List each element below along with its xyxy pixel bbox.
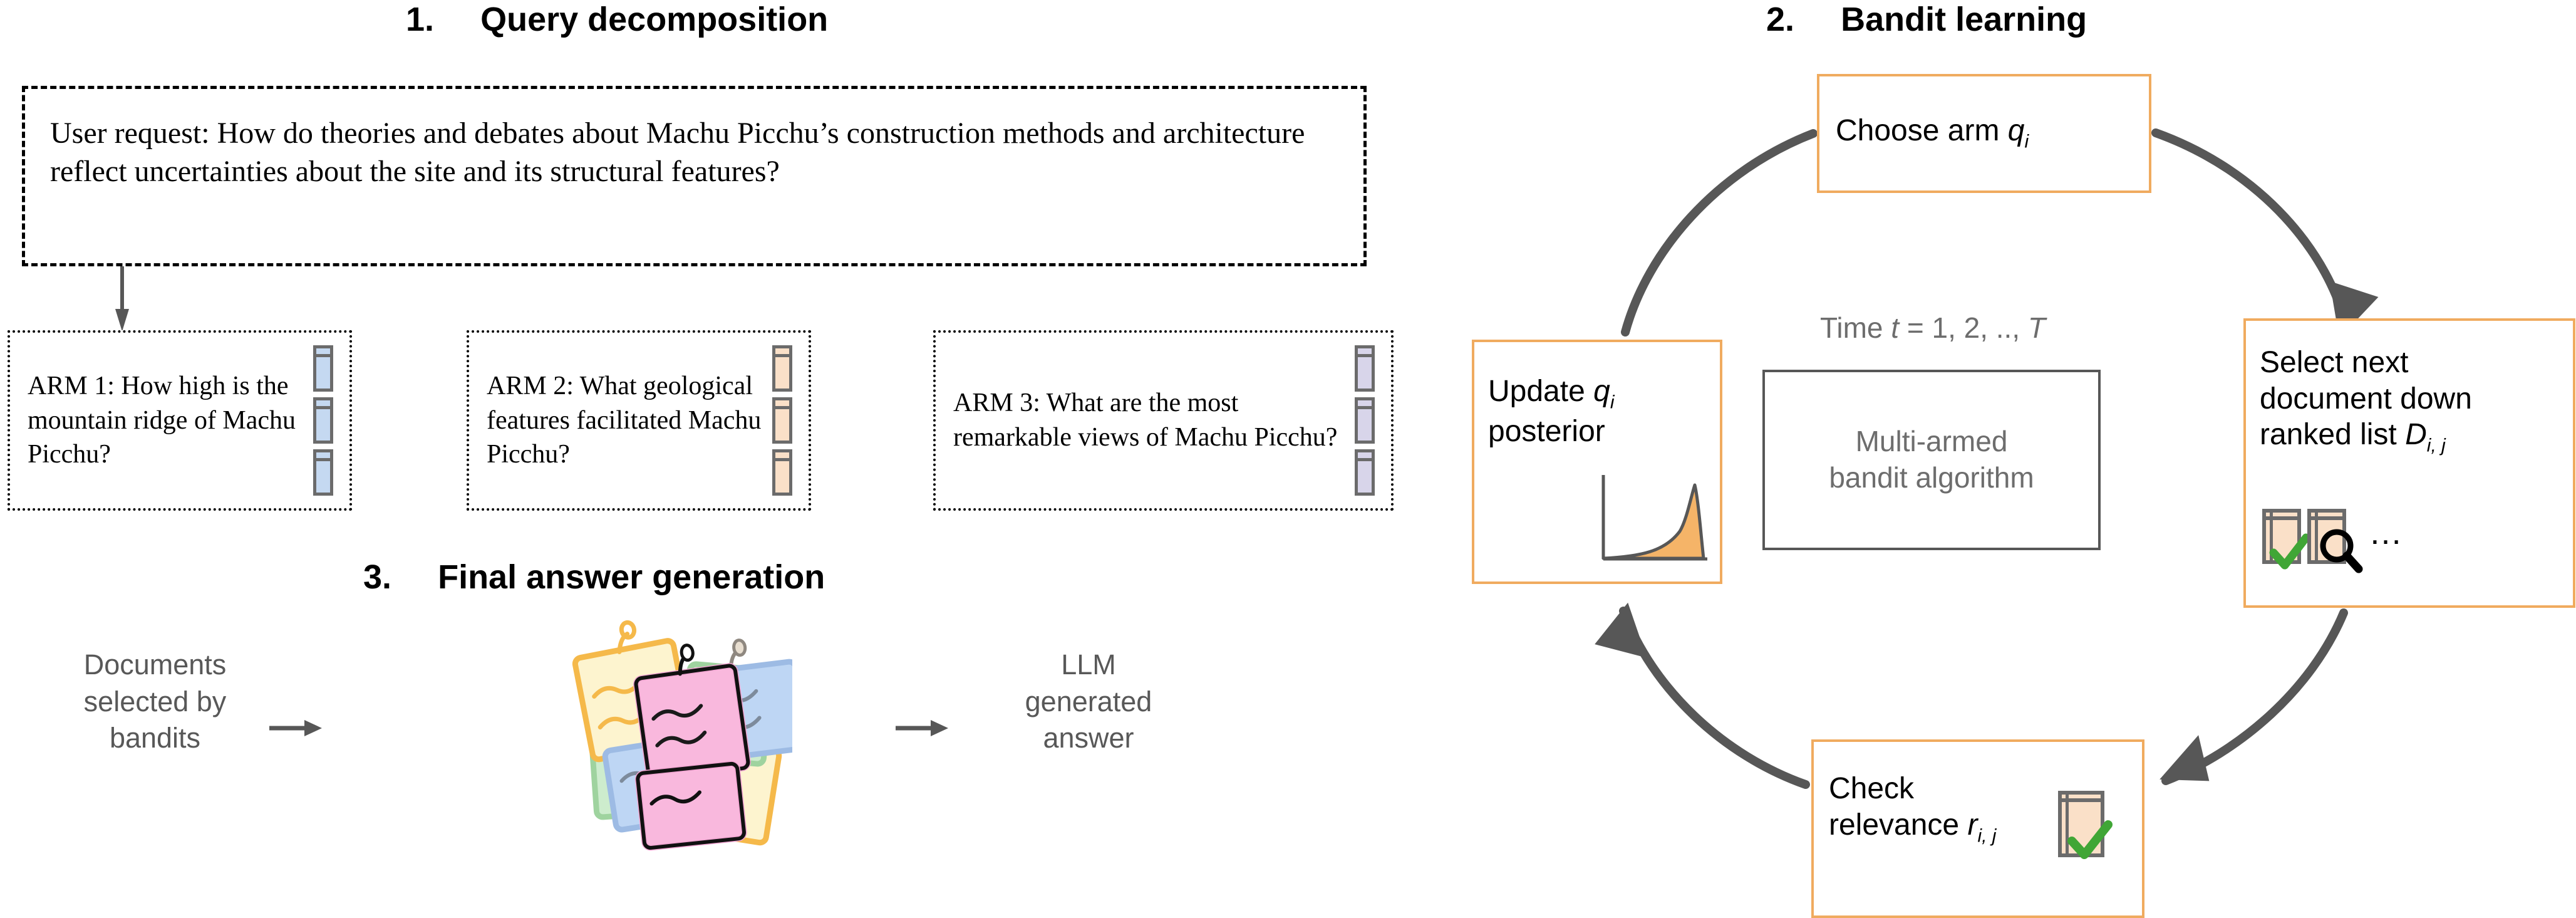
- update-label-line1: Update: [1488, 375, 1594, 408]
- documents-selected-label: Documents selected by bandits: [83, 649, 227, 754]
- flow-arrow-icon-2: [896, 720, 948, 736]
- document-icon: [772, 397, 792, 444]
- flow-arrow-icon-1: [269, 720, 322, 736]
- section-3-title: Final answer generation: [438, 558, 825, 596]
- document-icon: [313, 449, 333, 496]
- time-prefix: Time: [1819, 311, 1891, 344]
- section-2-title: Bandit learning: [1841, 1, 2087, 38]
- check-icon: [2269, 533, 2310, 570]
- document-icon: [2262, 509, 2310, 570]
- check-subscript: i, j: [1977, 825, 1997, 846]
- document-stack-2: [768, 345, 809, 496]
- section-1-heading: 1. Query decomposition: [406, 0, 828, 39]
- choose-arm-text: Choose arm qi: [1836, 113, 2029, 153]
- algorithm-label-line2: bandit algorithm: [1829, 461, 2034, 494]
- document-icon: [313, 397, 333, 444]
- check-icon: [2067, 820, 2113, 859]
- document-icon: [1355, 345, 1375, 392]
- bandit-algorithm-box: Multi-armed bandit algorithm: [1762, 370, 2101, 550]
- user-request-box: User request: How do theories and debate…: [22, 86, 1367, 266]
- document-icon: [2307, 509, 2363, 573]
- document-icon: [1355, 397, 1375, 444]
- magnifier-icon: [2320, 529, 2363, 573]
- section-3-number: 3.: [363, 558, 392, 596]
- ellipsis-label: …: [2369, 514, 2405, 551]
- check-symbol: r: [1967, 808, 1978, 842]
- document-stack-3: [1351, 345, 1391, 496]
- select-label-line3: ranked list: [2260, 418, 2406, 452]
- beta-distribution-curve-icon: [1601, 475, 1707, 561]
- select-document-box[interactable]: Select next document down ranked list Di…: [2243, 318, 2575, 608]
- update-posterior-box[interactable]: Update qi posterior: [1472, 340, 1722, 584]
- arrowhead-icon: [1595, 602, 1647, 658]
- cycle-arrows: [1595, 128, 2379, 789]
- choose-arm-subscript: i: [2024, 131, 2029, 152]
- arm-label-2: ARM 2: What geological features facilita…: [487, 372, 762, 469]
- update-label-line2: posterior: [1488, 415, 1605, 449]
- bandit-learning-cycle: Choose arm qi Update qi posterior Select…: [1472, 19, 2576, 918]
- document-icon: [772, 449, 792, 496]
- time-horizon: T: [2027, 311, 2046, 344]
- update-posterior-text: Update qi posterior: [1488, 373, 1615, 450]
- check-relevance-text: Check relevance ri, j: [1829, 771, 1996, 847]
- time-label: Time t = 1, 2, .., T: [1764, 311, 2102, 345]
- select-document-icons: …: [2262, 509, 2405, 573]
- algorithm-label-line1: Multi-armed: [1855, 425, 2008, 458]
- check-label-line2: relevance: [1829, 808, 1968, 842]
- check-relevance-icon-group: [2058, 791, 2113, 859]
- document-icon: [313, 345, 333, 392]
- select-symbol: D: [2405, 418, 2427, 452]
- arm-box-2[interactable]: ARM 2: What geological features facilita…: [467, 330, 811, 511]
- select-label-line2: document down: [2260, 382, 2472, 415]
- choose-arm-box[interactable]: Choose arm qi: [1817, 74, 2151, 193]
- document-stack-1: [309, 345, 349, 496]
- user-request-text: User request: How do theories and debate…: [50, 117, 1305, 189]
- llm-generated-answer-label: LLM generated answer: [1025, 649, 1152, 754]
- arm-box-1[interactable]: ARM 1: How high is the mountain ridge of…: [8, 330, 352, 511]
- select-document-text: Select next document down ranked list Di…: [2260, 345, 2472, 457]
- document-icon: [2058, 791, 2113, 859]
- arm-label-3: ARM 3: What are the most remarkable view…: [953, 389, 1338, 452]
- check-label-line1: Check: [1829, 772, 1915, 805]
- section-2-heading: 2. Bandit learning: [1766, 0, 2087, 39]
- check-relevance-box[interactable]: Check relevance ri, j: [1811, 739, 2144, 918]
- arm-box-3[interactable]: ARM 3: What are the most remarkable view…: [933, 330, 1394, 511]
- document-icon: [772, 345, 792, 392]
- choose-arm-label: Choose arm: [1836, 114, 2008, 147]
- update-subscript: i: [1610, 392, 1615, 413]
- arrowhead-icon: [2160, 735, 2210, 781]
- section-2-number: 2.: [1766, 1, 1795, 38]
- time-variable: t: [1891, 311, 1900, 344]
- section-1-number: 1.: [406, 1, 435, 38]
- time-sequence: = 1, 2, ..,: [1899, 311, 2028, 344]
- decomposition-arrow-icon: [115, 266, 129, 331]
- choose-arm-symbol: q: [2007, 114, 2025, 147]
- section-3-heading: 3. Final answer generation: [363, 558, 825, 597]
- section-1-title: Query decomposition: [480, 1, 829, 38]
- select-subscript: i, j: [2426, 435, 2446, 456]
- documents-pile-illustration: [572, 620, 792, 851]
- document-icon: [1355, 449, 1375, 496]
- select-label-line1: Select next: [2260, 346, 2409, 379]
- arm-label-1: ARM 1: How high is the mountain ridge of…: [28, 372, 296, 469]
- update-symbol: q: [1593, 375, 1610, 408]
